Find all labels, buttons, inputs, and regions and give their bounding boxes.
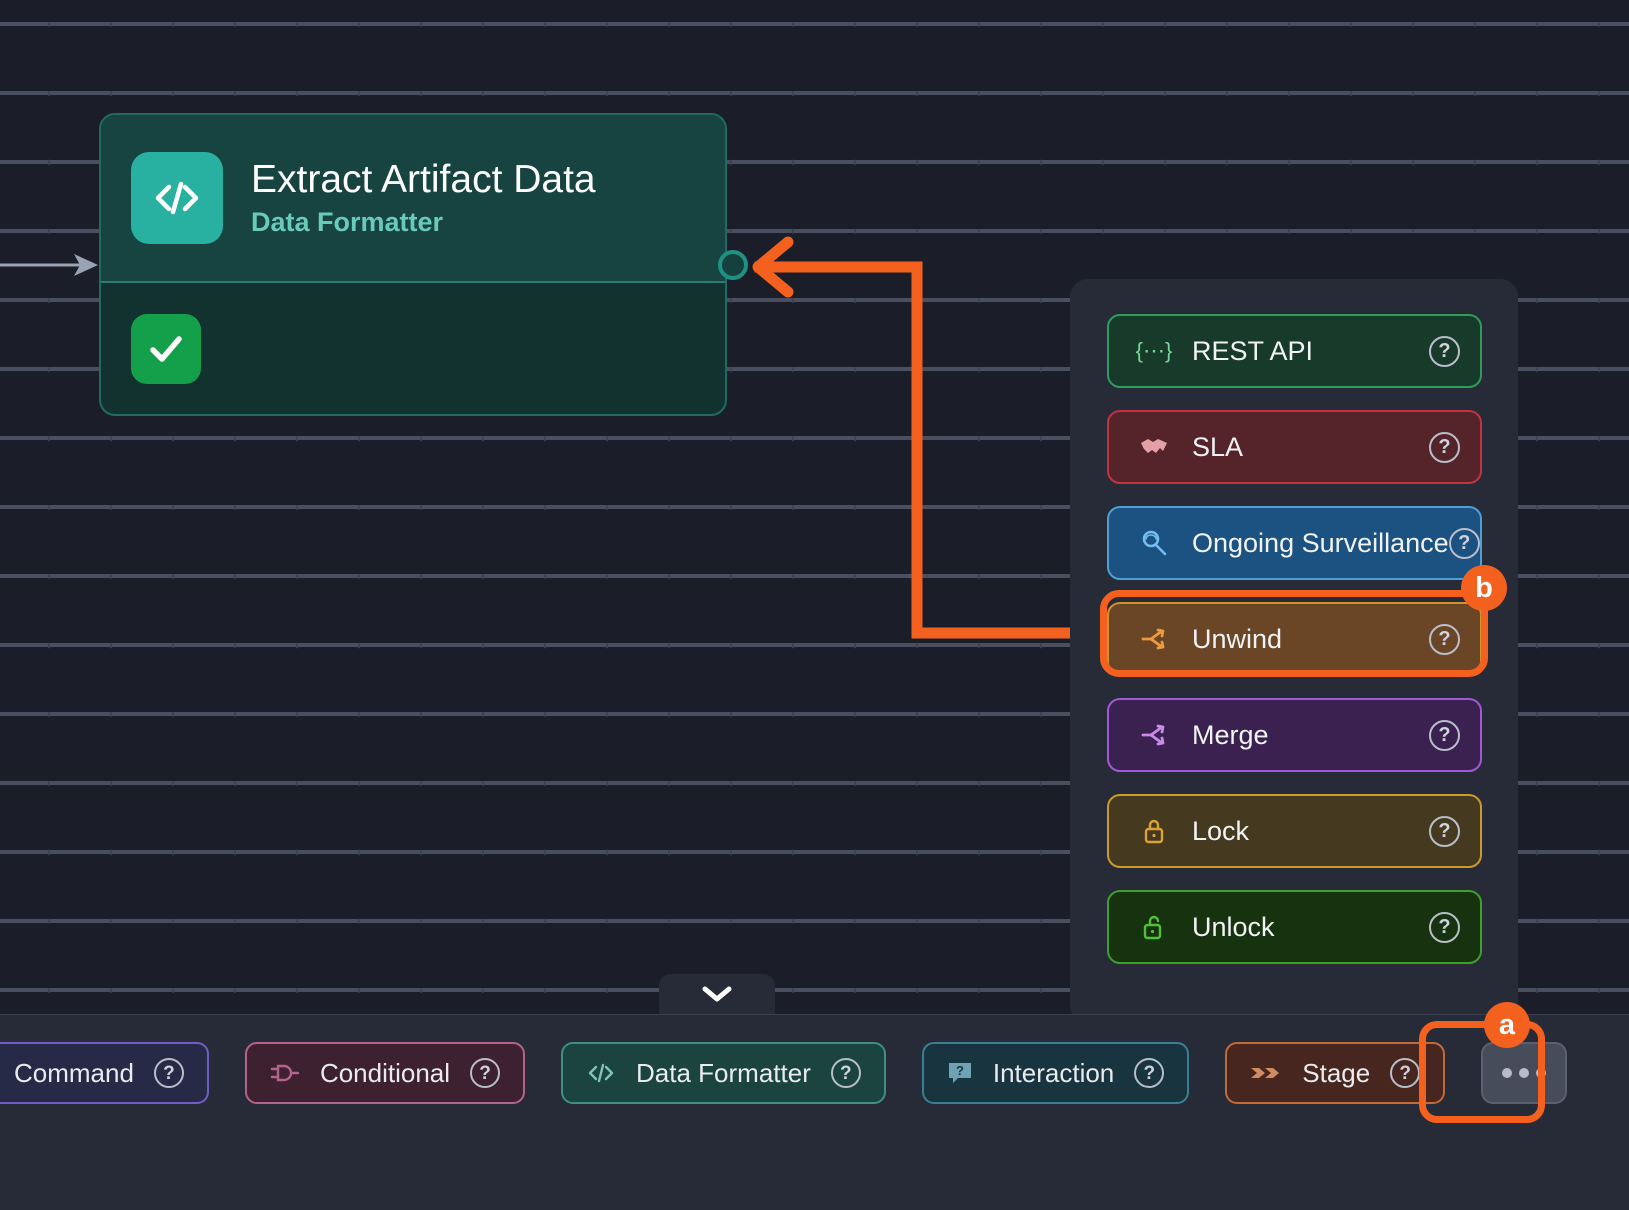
orange-connector-arrow [752, 236, 1126, 639]
help-icon[interactable]: ? [470, 1058, 501, 1088]
code-brackets-icon [586, 1062, 616, 1084]
handshake-icon [1135, 436, 1173, 458]
help-icon[interactable]: ? [153, 1058, 184, 1088]
toolbar-button-label: Command [14, 1057, 134, 1088]
flyout-item-ongoing-surveillance[interactable]: Ongoing Surveillance ? [1107, 506, 1482, 580]
node-type-list: {⋯} REST API ? SLA ? [1107, 314, 1482, 964]
node-type-flyout-panel: {⋯} REST API ? SLA ? [1070, 279, 1518, 1024]
node-palette-toolbar: Command ? Conditional ? [0, 1014, 1629, 1210]
svg-text:?: ? [956, 1063, 964, 1078]
help-icon[interactable]: ? [1429, 719, 1460, 751]
node-extract-artifact-data[interactable]: Extract Artifact Data Data Formatter [99, 113, 727, 416]
flyout-item-label: Lock [1192, 815, 1250, 846]
toolbar-button-data-formatter[interactable]: Data Formatter ? [561, 1042, 886, 1104]
toolbar-buttons-row: Command ? Conditional ? [0, 1042, 1568, 1104]
help-icon[interactable]: ? [1390, 1058, 1421, 1088]
flyout-item-label: Merge [1192, 719, 1269, 750]
flyout-item-unwind[interactable]: Unwind ? [1107, 602, 1482, 676]
collapse-toolbar-tab[interactable] [659, 974, 775, 1014]
node-title: Extract Artifact Data [251, 158, 596, 201]
flyout-item-label: Unlock [1192, 911, 1275, 942]
toolbar-button-label: Data Formatter [636, 1057, 811, 1088]
more-options-highlight [1419, 1021, 1545, 1123]
check-icon [131, 313, 201, 384]
help-icon[interactable]: ? [1429, 431, 1460, 463]
incoming-arrow [0, 254, 98, 276]
question-bubble-glyph: ? [948, 1063, 971, 1083]
help-icon[interactable]: ? [1429, 815, 1460, 847]
help-icon[interactable]: ? [1429, 911, 1460, 943]
code-brackets-icon [131, 152, 223, 244]
ellipsis-dot [1519, 1068, 1530, 1078]
flyout-item-label: Unwind [1192, 623, 1283, 654]
toolbar-button-conditional[interactable]: Conditional ? [244, 1042, 526, 1104]
question-bubble-icon: ? [947, 1060, 973, 1086]
flyout-item-label: SLA [1192, 431, 1244, 462]
annotation-badge-a: a [1484, 1002, 1530, 1048]
flyout-item-sla[interactable]: SLA ? [1107, 410, 1482, 484]
toolbar-button-command[interactable]: Command ? [0, 1042, 209, 1104]
node-header: Extract Artifact Data Data Formatter [101, 115, 725, 283]
help-icon[interactable]: ? [1134, 1058, 1165, 1088]
help-icon[interactable]: ? [830, 1058, 861, 1088]
lock-closed-icon [1135, 817, 1173, 845]
node-body [101, 283, 725, 414]
toolbar-more-options-button[interactable] [1481, 1042, 1568, 1104]
flyout-item-rest-api[interactable]: {⋯} REST API ? [1107, 314, 1482, 388]
output-port[interactable] [718, 250, 748, 280]
merge-branch-icon [1135, 723, 1173, 747]
magnifier-icon [1135, 529, 1173, 557]
chevron-down-icon [702, 986, 732, 1002]
help-icon[interactable]: ? [1429, 623, 1460, 655]
help-icon[interactable]: ? [1448, 527, 1480, 559]
node-subtitle: Data Formatter [251, 207, 444, 237]
toolbar-button-interaction[interactable]: ? Interaction ? [921, 1042, 1190, 1104]
toolbar-button-label: Interaction [992, 1057, 1115, 1088]
curly-braces-icon: {⋯} [1135, 338, 1173, 363]
help-icon[interactable]: ? [1429, 335, 1460, 367]
flyout-item-label: Ongoing Surveillance [1192, 527, 1449, 558]
flyout-item-merge[interactable]: Merge ? [1107, 698, 1482, 772]
ellipsis-dot [1502, 1068, 1513, 1078]
flyout-item-label: REST API [1192, 335, 1314, 366]
flyout-item-lock[interactable]: Lock ? [1107, 794, 1482, 868]
flyout-item-unlock[interactable]: Unlock ? [1107, 890, 1482, 964]
annotation-badge-b: b [1461, 565, 1507, 611]
conditional-icon [270, 1064, 300, 1082]
split-branch-icon [1135, 627, 1173, 651]
stage-arrows-icon [1250, 1064, 1282, 1082]
toolbar-button-label: Conditional [319, 1057, 451, 1088]
lock-open-icon [1135, 913, 1173, 941]
toolbar-button-label: Stage [1302, 1057, 1371, 1088]
toolbar-button-stage[interactable]: Stage ? [1225, 1042, 1446, 1104]
